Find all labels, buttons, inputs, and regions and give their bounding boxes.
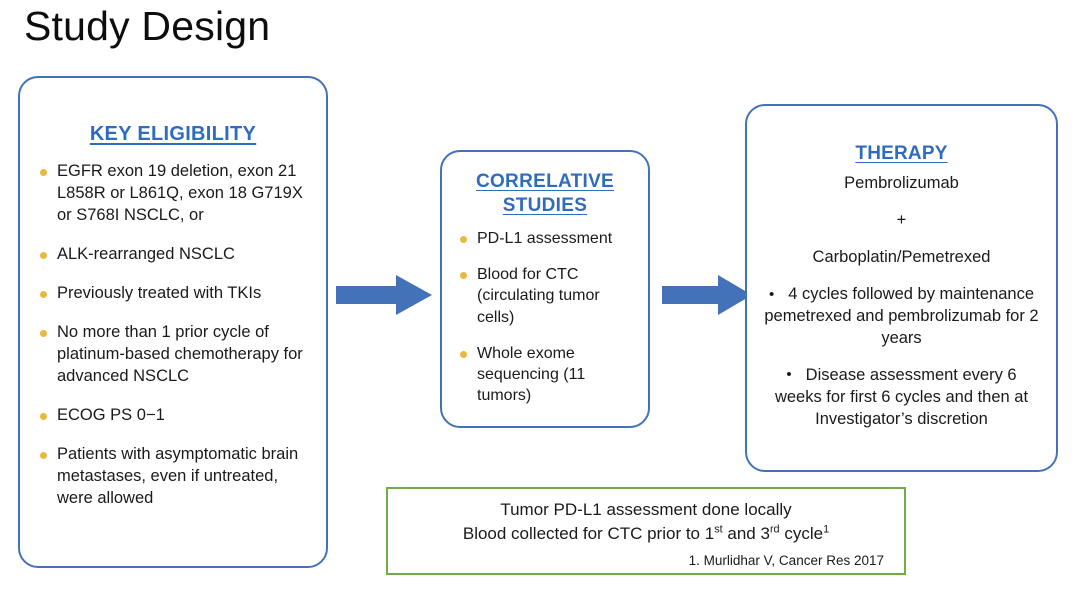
key-eligibility-heading: KEY ELIGIBILITY xyxy=(89,123,257,145)
list-item: Previously treated with TKIs xyxy=(36,283,312,305)
correlative-heading-line1: CORRELATIVE xyxy=(475,171,615,192)
flow-arrow-right-icon-2 xyxy=(662,272,756,323)
list-item: EGFR exon 19 deletion, exon 21 L858R or … xyxy=(36,161,312,227)
list-item: No more than 1 prior cycle of platinum-b… xyxy=(36,322,312,388)
therapy-regimen: Pembrolizumab + Carboplatin/Pemetrexed •… xyxy=(747,172,1056,430)
bullet-dot-icon-2: • xyxy=(786,366,792,384)
footnote-line-2-pre: Blood collected for CTC prior to 1 xyxy=(462,524,715,544)
therapy-drug-2: Carboplatin/Pemetrexed xyxy=(812,248,991,267)
therapy-drug-1: Pembrolizumab xyxy=(844,173,959,192)
list-item: Blood for CTC (circulating tumor cells) xyxy=(456,264,638,328)
list-item: Whole exome sequencing (11 tumors) xyxy=(456,343,638,407)
page-title: Study Design xyxy=(24,3,271,49)
list-item: ALK-rearranged NSCLC xyxy=(36,244,312,266)
footnote-ordinal-3rd: rd xyxy=(769,523,780,536)
footnote-reference-marker: 1 xyxy=(823,523,830,536)
list-item: PD-L1 assessment xyxy=(456,228,638,249)
footnote-box: Tumor PD-L1 assessment done locally Bloo… xyxy=(386,487,906,575)
therapy-point-1-text: 4 cycles followed by maintenance pemetre… xyxy=(764,285,1039,348)
footnote-line-2-mid: and 3 xyxy=(722,524,770,544)
correlative-studies-heading: CORRELATIVE STUDIES xyxy=(456,170,634,218)
therapy-point-1: •4 cycles followed by maintenance pemetr… xyxy=(761,283,1042,349)
therapy-point-2: •Disease assessment every 6 weeks for fi… xyxy=(761,364,1042,430)
list-item: ECOG PS 0−1 xyxy=(36,405,312,427)
footnote-citation: 1. Murlidhar V, Cancer Res 2017 xyxy=(688,553,884,569)
therapy-plus-symbol: + xyxy=(896,211,907,230)
therapy-heading: THERAPY xyxy=(855,143,948,164)
correlative-heading-line2: STUDIES xyxy=(502,194,588,216)
key-eligibility-panel: KEY ELIGIBILITY EGFR exon 19 deletion, e… xyxy=(18,76,328,568)
therapy-panel: THERAPY Pembrolizumab + Carboplatin/Peme… xyxy=(745,104,1058,472)
list-item: Patients with asymptomatic brain metasta… xyxy=(36,444,312,510)
footnote-ordinal-1st: st xyxy=(714,523,723,536)
eligibility-criteria-list: EGFR exon 19 deletion, exon 21 L858R or … xyxy=(36,161,312,509)
correlative-studies-panel: CORRELATIVE STUDIES PD-L1 assessment Blo… xyxy=(440,150,650,428)
therapy-point-2-text: Disease assessment every 6 weeks for fir… xyxy=(774,365,1029,428)
correlative-studies-list: PD-L1 assessment Blood for CTC (circulat… xyxy=(456,228,638,407)
flow-arrow-right-icon xyxy=(336,272,436,323)
footnote-line-1: Tumor PD-L1 assessment done locally xyxy=(500,500,792,519)
footnote-line-2-post: cycle xyxy=(779,524,824,544)
footnote-line-2: Blood collected for CTC prior to 1st and… xyxy=(404,522,888,546)
bullet-dot-icon: • xyxy=(768,285,775,303)
